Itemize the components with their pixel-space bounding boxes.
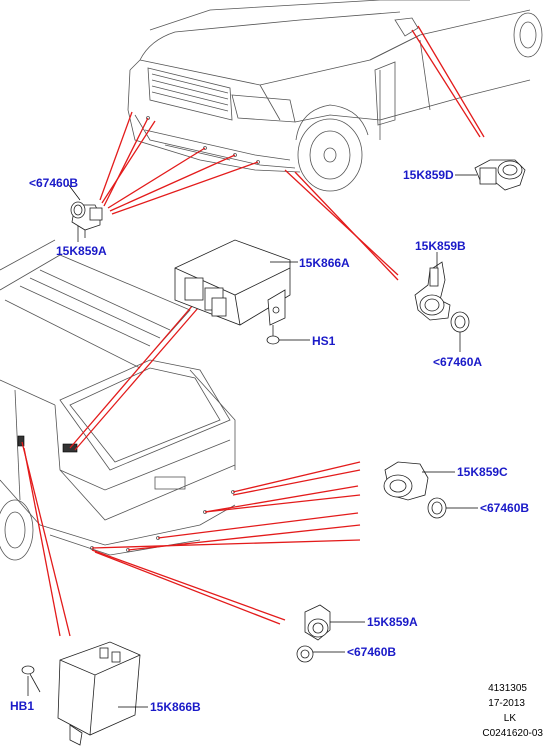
front-vehicle-illustration xyxy=(127,0,543,192)
callout-15k866b: 15K866B xyxy=(150,700,201,714)
callout-67460b-top: <67460B xyxy=(29,176,79,190)
callout-15k859d: 15K859D xyxy=(403,168,454,182)
leader-lines xyxy=(21,25,485,637)
callout-15k859a-bottom: 15K859A xyxy=(367,615,418,629)
reference-author: LK xyxy=(503,713,516,724)
grommet-67460a xyxy=(450,311,470,333)
reference-date: 17-2013 xyxy=(488,698,525,709)
callout-15k859c: 15K859C xyxy=(457,465,508,479)
sensor-15k859c xyxy=(383,461,429,501)
module-15k866a xyxy=(174,239,291,326)
leads-bottom xyxy=(313,621,365,653)
rear-vehicle-illustration xyxy=(0,239,236,561)
callout-15k866a: 15K866A xyxy=(299,256,350,270)
callout-67460a: <67460A xyxy=(433,355,483,369)
rear-module-marker xyxy=(17,435,78,453)
reference-number: 4131305 xyxy=(488,683,527,694)
leads-right-lower xyxy=(422,471,478,509)
leads-right-upper xyxy=(436,252,461,352)
grommet-67460b-right xyxy=(427,497,447,519)
reference-figure-id: C0241620-03 xyxy=(482,728,543,739)
sensor-15k859b xyxy=(414,261,451,321)
grommet-67460b-bottom xyxy=(296,645,314,663)
screw-hs1 xyxy=(266,325,280,345)
callout-67460b-bottom: <67460B xyxy=(347,645,397,659)
callout-15k859b: 15K859B xyxy=(415,239,466,253)
leads-top-left xyxy=(67,183,81,242)
sensor-15k859d xyxy=(474,159,526,191)
sensor-15k859a-bottom xyxy=(304,604,331,641)
callout-15k859a-top: 15K859A xyxy=(56,244,107,258)
callout-hs1: HS1 xyxy=(312,334,336,348)
module-15k866b xyxy=(57,641,141,746)
sensor-15k859a-top xyxy=(70,201,103,238)
callout-67460b-right: <67460B xyxy=(480,501,530,515)
callout-hb1: HB1 xyxy=(10,699,35,713)
bolt-hb1 xyxy=(21,665,41,693)
leads-bottom-left xyxy=(27,676,148,708)
